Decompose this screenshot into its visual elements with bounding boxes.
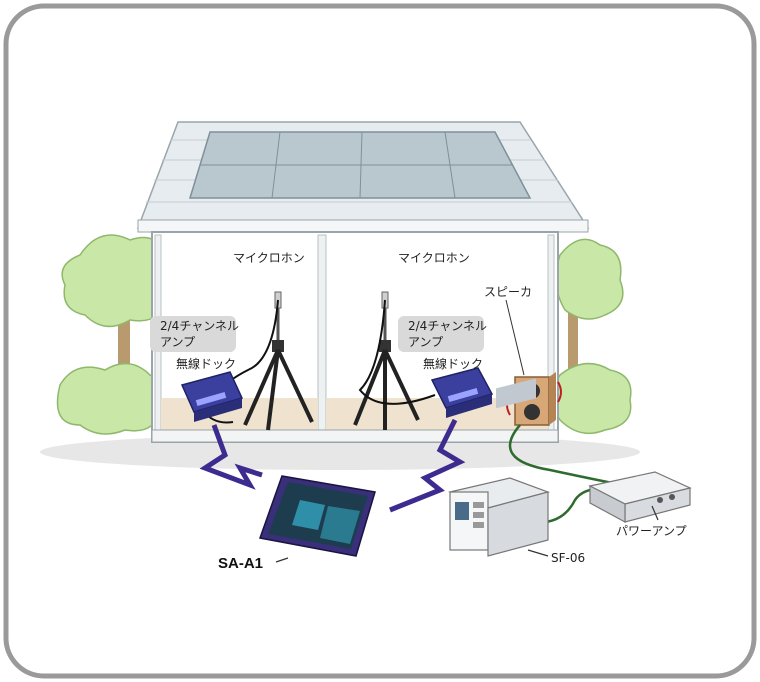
label-power-amp: パワーアンプ [616, 524, 687, 538]
signal-generator [448, 378, 550, 557]
label-mic-right: マイクロホン [398, 251, 470, 265]
label-amp-left-line1: 2/4チャンネル [160, 319, 239, 333]
label-generator: SF-06 [551, 551, 585, 565]
tree-right [551, 238, 632, 435]
amp-left-bubble [150, 316, 236, 352]
label-amp-left-line2: アンプ [160, 335, 195, 349]
label-mic-left: マイクロホン [233, 251, 305, 265]
leader-generator [527, 549, 549, 557]
wireless-bolt-right [389, 418, 466, 513]
wireless-bolt-left [199, 424, 263, 490]
leader-speaker [505, 299, 525, 376]
tablet-sa-a1 [258, 475, 376, 557]
cable-right [358, 299, 436, 405]
solar-panel [188, 131, 532, 199]
power-amplifier [588, 471, 692, 524]
leader-tablet [275, 557, 289, 563]
wireless-dock-right [430, 367, 494, 418]
label-dock-right: 無線ドック [423, 356, 483, 371]
label-amp-right-line1: 2/4チャンネル [408, 319, 487, 333]
label-tablet: SA-A1 [218, 555, 263, 572]
label-speaker: スピーカ [484, 285, 532, 299]
label-amp-right-line2: アンプ [408, 335, 443, 349]
leader-power-amp [651, 505, 659, 521]
wireless-dock-left [180, 371, 244, 422]
amp-right-bubble [398, 316, 484, 352]
label-dock-left: 無線ドック [176, 356, 236, 371]
